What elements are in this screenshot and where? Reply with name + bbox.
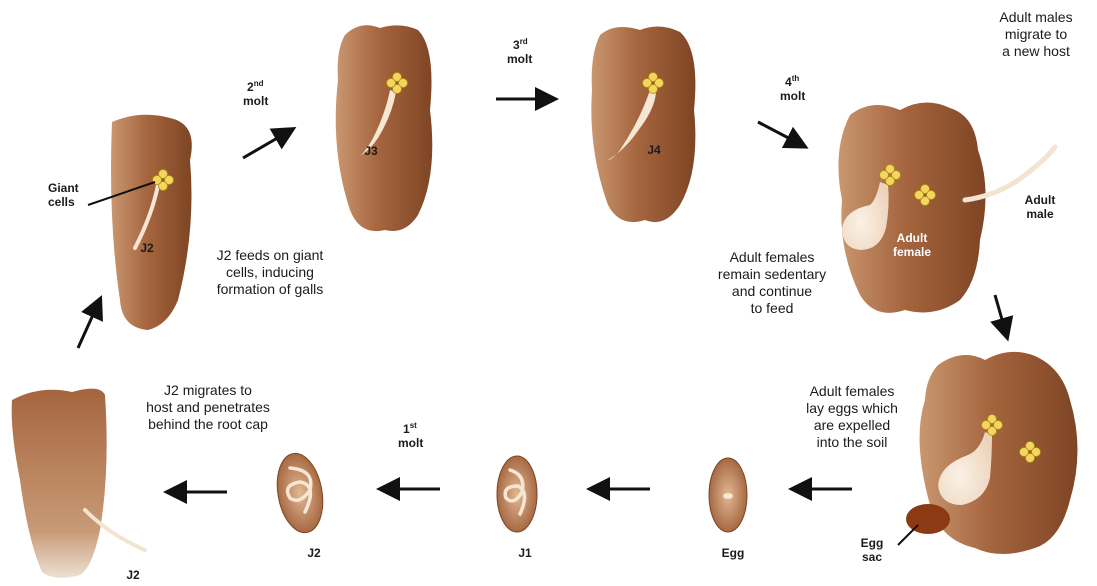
- label-j3: J3: [364, 144, 378, 158]
- svg-text:4th: 4th: [785, 74, 799, 89]
- root-j4: [591, 26, 695, 222]
- label-j2-in-egg: J2: [307, 546, 321, 560]
- arrow-to-egg-laying: [995, 295, 1005, 330]
- label-j4: J4: [647, 143, 661, 157]
- leader-egg-sac: [898, 525, 918, 545]
- root-j2-penetrating: [12, 389, 107, 578]
- label-j2-penetrating: J2: [126, 568, 140, 582]
- label-j1: J1: [518, 546, 532, 560]
- root-adult: [838, 102, 985, 312]
- svg-text:1st: 1st: [403, 421, 417, 436]
- egg-j1: [497, 456, 537, 532]
- svg-text:molt: molt: [243, 94, 268, 108]
- molt-label-3rd: 3rd molt: [507, 37, 532, 66]
- svg-text:molt: molt: [507, 52, 532, 66]
- egg-single: [709, 458, 747, 532]
- egg-j2: [271, 450, 328, 536]
- arrow-2nd-molt: [243, 133, 286, 158]
- svg-text:molt: molt: [780, 89, 805, 103]
- svg-text:molt: molt: [398, 436, 423, 450]
- arrow-4th-molt: [758, 122, 798, 143]
- molt-label-2nd: 2nd molt: [243, 79, 268, 108]
- arrow-to-j2-root: [78, 306, 97, 348]
- root-j2-feeding: [111, 115, 192, 330]
- svg-text:3rd: 3rd: [513, 37, 528, 52]
- molt-label-1st: 1st molt: [398, 421, 423, 450]
- label-egg: Egg: [722, 546, 745, 560]
- root-j3: [336, 25, 433, 231]
- svg-text:2nd: 2nd: [247, 79, 264, 94]
- label-j2-in-root: J2: [140, 241, 154, 255]
- molt-label-4th: 4th molt: [780, 74, 805, 103]
